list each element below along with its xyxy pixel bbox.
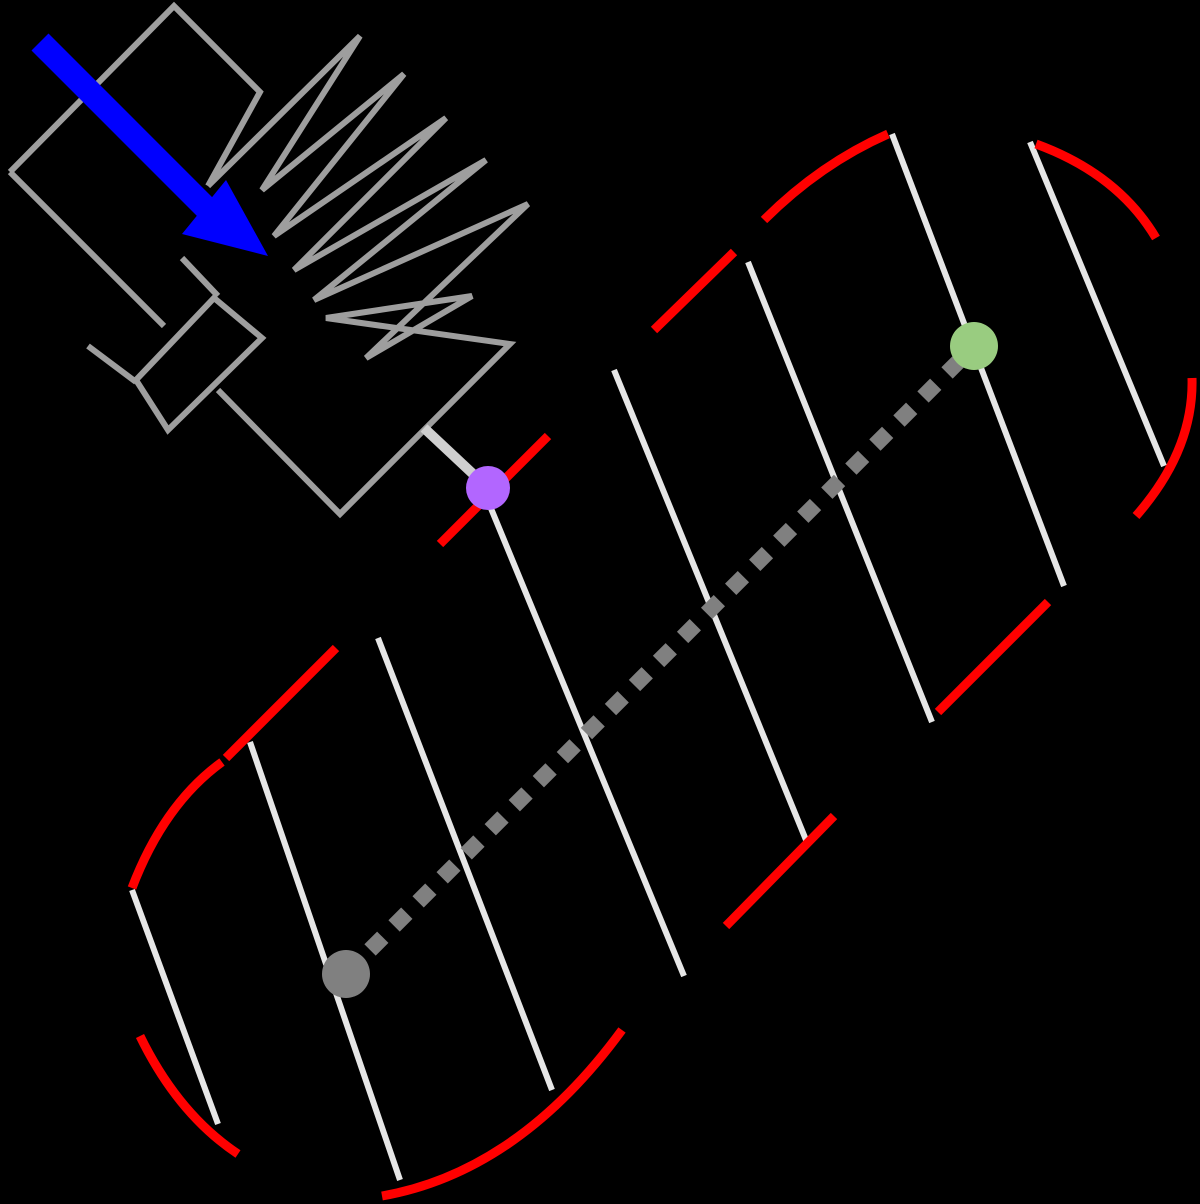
node-purple[interactable] xyxy=(466,466,510,510)
red-bracket-6 xyxy=(934,598,1052,716)
roller-line-1 xyxy=(129,888,221,1126)
red-bracket-8 xyxy=(381,1027,626,1201)
roller-line-2 xyxy=(247,741,403,1181)
damper-rod xyxy=(7,169,167,329)
damper-piston xyxy=(179,255,221,299)
red-bracket-10 xyxy=(127,758,225,890)
red-bracket-3 xyxy=(760,129,890,224)
red-bracket-11 xyxy=(222,644,340,762)
roller-line-4 xyxy=(487,504,687,978)
red-bracket-5 xyxy=(1132,377,1197,519)
damper-piston-rod xyxy=(86,343,138,385)
force-arrow-shaft xyxy=(31,33,217,219)
roller-line-8 xyxy=(1027,140,1167,468)
roller-line-3 xyxy=(375,636,555,1092)
red-bracket-2 xyxy=(650,248,738,334)
red-bracket-7 xyxy=(722,812,838,930)
dashed-centerline xyxy=(340,340,980,980)
dashed-centerline-line xyxy=(340,340,980,980)
node-gray[interactable] xyxy=(322,950,370,998)
force-arrow xyxy=(31,33,268,256)
red-brackets xyxy=(127,129,1197,1201)
force-arrow-head xyxy=(182,180,268,256)
node-green[interactable] xyxy=(950,322,998,370)
damper-cylinder xyxy=(133,293,267,435)
roller-line-6 xyxy=(745,260,935,724)
red-bracket-4 xyxy=(1034,139,1160,241)
red-bracket-9 xyxy=(135,1034,241,1158)
spring xyxy=(205,33,531,519)
